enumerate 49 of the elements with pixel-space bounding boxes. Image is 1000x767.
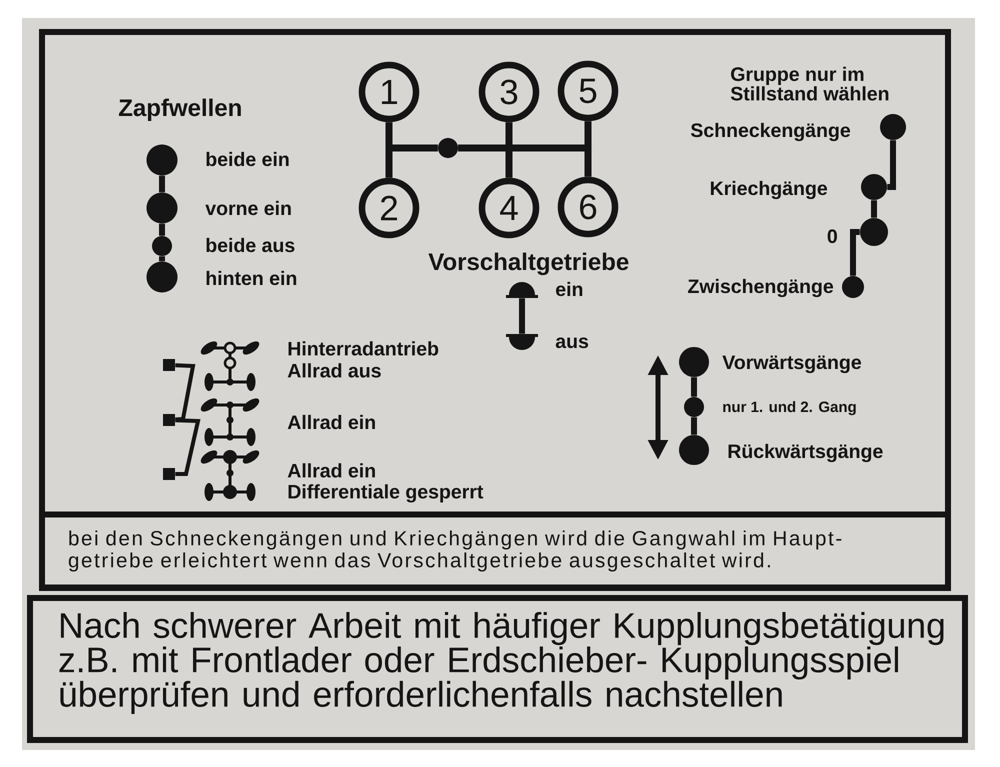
drive-label: Hinterradantrieb Allrad aus bbox=[288, 341, 438, 378]
connector-line bbox=[691, 377, 697, 397]
position-square bbox=[163, 468, 175, 480]
position-label: vorne ein bbox=[205, 200, 291, 216]
position-label: nur 1. und 2. Gang bbox=[723, 401, 856, 416]
panel-frame bbox=[39, 29, 951, 591]
position-label: 0 bbox=[828, 229, 837, 244]
connector-line bbox=[519, 298, 525, 334]
position-dot bbox=[860, 218, 888, 246]
connector-line bbox=[691, 417, 697, 435]
position-dot bbox=[146, 192, 178, 224]
connector-line bbox=[159, 224, 165, 236]
drive-label: Allrad ein bbox=[288, 414, 375, 430]
connector-line bbox=[175, 418, 200, 476]
position-label: beide ein bbox=[206, 152, 289, 166]
connector-line bbox=[175, 363, 196, 422]
heading: Vorschaltgetriebe bbox=[428, 252, 628, 276]
warning-box: Nach schwerer Arbeit mit häufiger Kupplungsbetätigung z.B. mit Frontlader oder Erdschieber- Kupplungsspiel überprüfen und erforderlichenfalls nachstellen bbox=[27, 595, 968, 743]
position-label: ein bbox=[556, 282, 582, 296]
connector-line bbox=[871, 200, 877, 218]
position-dot bbox=[146, 144, 178, 176]
position-square bbox=[163, 359, 175, 371]
heading: Zapfwellen bbox=[118, 98, 241, 121]
position-label: Schneckengänge bbox=[690, 122, 850, 142]
position-label: beide aus bbox=[206, 238, 294, 252]
position-dot bbox=[684, 397, 704, 417]
connector-line bbox=[887, 140, 896, 190]
position-dot bbox=[861, 174, 887, 200]
position-label: Vorwärtsgänge bbox=[722, 356, 862, 374]
position-dot bbox=[880, 114, 906, 140]
position-dot bbox=[679, 347, 709, 377]
position-dot bbox=[152, 236, 172, 256]
position-dot bbox=[146, 262, 178, 292]
position-label: hinten ein bbox=[206, 270, 296, 286]
note-box: bei den Schneckengängen und Kriechgängen wird die Gangwahl im Haupt- getriebe erleichtert wenn das Vorschaltgetriebe ausgeschaltet wird. bbox=[39, 512, 951, 590]
position-label: Kriechgänge bbox=[710, 180, 828, 200]
connector-line bbox=[159, 176, 165, 192]
connector-line bbox=[850, 229, 860, 276]
position-dot bbox=[679, 435, 709, 465]
heading: Gruppe nur im Stillstand wählen bbox=[730, 66, 888, 101]
position-dot bbox=[842, 276, 864, 298]
connector-line bbox=[159, 256, 165, 262]
lever-knob bbox=[506, 282, 538, 298]
position-label: Zwischengänge bbox=[688, 278, 834, 298]
position-label: Rückwärtsgänge bbox=[728, 444, 883, 462]
position-label: aus bbox=[556, 338, 588, 348]
neutral-dot bbox=[438, 138, 458, 158]
lever-knob bbox=[506, 334, 538, 350]
position-square bbox=[163, 414, 175, 426]
